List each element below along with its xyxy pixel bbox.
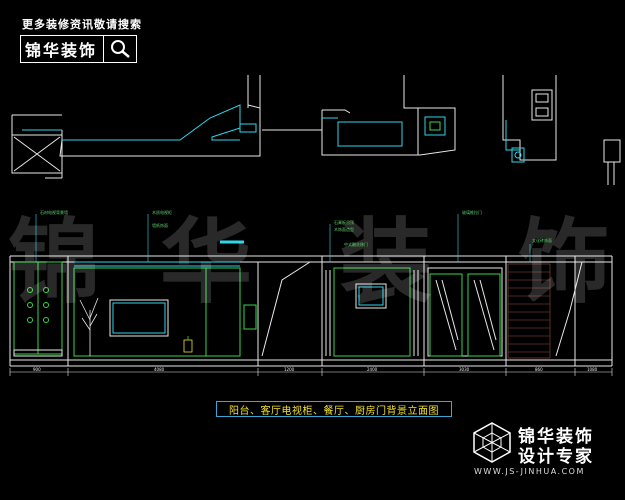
company-watermark: 锦华装饰 设计专家 WWW.JS-JINHUA.COM (470, 420, 610, 480)
dining-wall (325, 267, 419, 357)
dimension-label: 2400 (367, 367, 378, 372)
annotation: 木质电视柜 (152, 210, 172, 215)
brand-search-box[interactable]: 锦华装饰 (20, 35, 137, 63)
dimension-label: 900 (33, 367, 41, 372)
dimension-label: 860 (535, 367, 543, 372)
watermark-slogan: 设计专家 (518, 447, 594, 467)
cube-logo-icon (473, 422, 511, 463)
search-button[interactable] (103, 36, 136, 62)
brick-wall (507, 263, 551, 359)
plan-dining (322, 116, 446, 147)
dimension-label: 1200 (284, 367, 295, 372)
brand-name: 锦华装饰 (25, 41, 98, 60)
dimension-label: 4080 (154, 367, 165, 372)
right-angled-panel (555, 261, 583, 357)
annotation: 文化砖饰面 (532, 238, 552, 243)
watermark-char: 华 (160, 208, 253, 316)
search-icon (111, 40, 130, 58)
vase (183, 336, 193, 353)
plant-decoration (79, 297, 99, 356)
dimension-label: 3030 (459, 367, 470, 372)
annotation: 中式雕花移门 (344, 242, 368, 247)
annotation: 石材电视背景墙 (40, 210, 68, 215)
dimension-label: 1080 (587, 367, 598, 372)
plan-section-middle (262, 75, 456, 156)
tv-wall (73, 261, 241, 357)
plan-kitchen-fixture (505, 120, 525, 163)
annotation: 石膏板吊顶 (334, 220, 354, 225)
drawing-title-bar: 阳台、客厅电视柜、餐厅、厨房门背景立面图 (216, 401, 452, 417)
plan-tv-cabinet (22, 104, 257, 141)
dimension-line (9, 368, 613, 376)
watermark-company: 锦华装饰 (518, 427, 594, 447)
drawing-title: 阳台、客厅电视柜、餐厅、厨房门背景立面图 (229, 405, 439, 417)
watermark-url: WWW.JS-JINHUA.COM (474, 467, 585, 476)
balcony-door (13, 261, 63, 357)
plan-section-left (11, 75, 261, 179)
annotation: 木饰面造型 (334, 227, 354, 232)
angled-panel (220, 240, 311, 366)
plan-section-right (502, 75, 621, 185)
watermark-char: 锦 (8, 208, 101, 316)
watermark-char: 装 (340, 208, 433, 316)
kitchen-doors (427, 267, 503, 357)
promo-text: 更多装修资讯敬请搜索 (22, 18, 142, 31)
watermark-char: 饰 (518, 208, 611, 316)
annotation: 玻璃推拉门 (462, 210, 482, 215)
leader-lines (35, 214, 531, 262)
annotation: 墙纸饰面 (152, 223, 168, 228)
